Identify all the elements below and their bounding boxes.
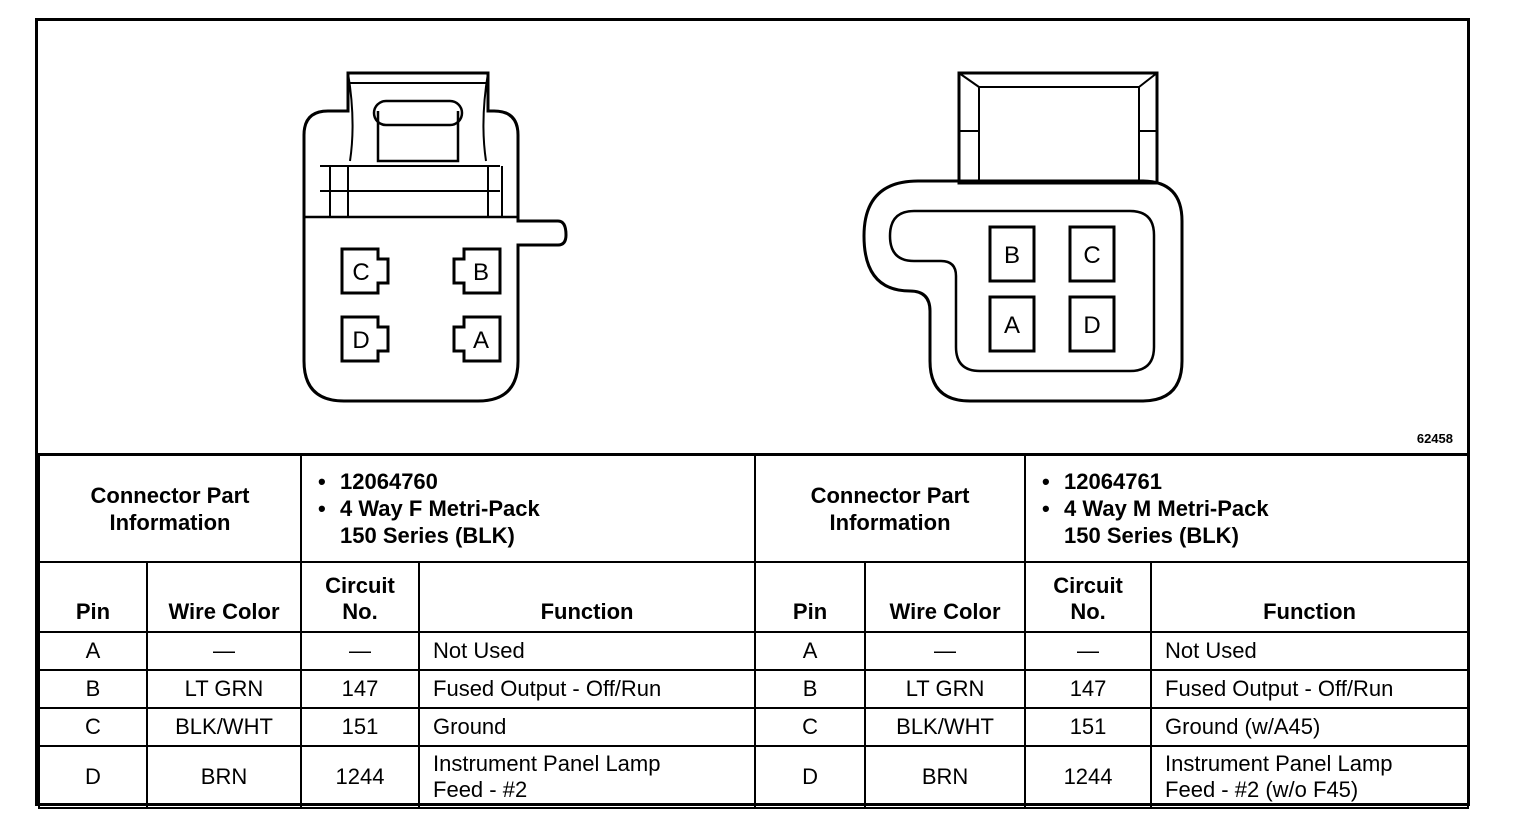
pin-cell: A: [38, 631, 148, 671]
part-number: 12064760: [318, 468, 754, 495]
circuit-cell: 151: [300, 707, 421, 747]
col-wire-color: Wire Color: [864, 561, 1027, 633]
col-pin: Pin: [754, 561, 867, 633]
female-cavity-label: A: [473, 327, 489, 354]
male-cavity-label: A: [1004, 312, 1020, 339]
wire-color-cell: BRN: [864, 745, 1027, 809]
connector-drawing-area: C B D A B C: [38, 21, 1467, 453]
wire-color-cell: LT GRN: [145, 669, 303, 709]
pin-cell: C: [38, 707, 148, 747]
female-cavity-c: [340, 247, 390, 295]
diagram-frame: C B D A B C: [35, 18, 1470, 809]
female-cavity-label: B: [473, 259, 489, 286]
pin-cell: D: [38, 745, 148, 809]
male-connector-face: [862, 71, 1184, 403]
table-row: B LT GRN 147 Fused Output - Off/Run B LT…: [38, 669, 1470, 709]
circuit-cell: 147: [300, 669, 421, 709]
function-cell: Ground: [418, 707, 757, 747]
circuit-cell: 147: [1024, 669, 1153, 709]
circuit-cell: 1244: [1024, 745, 1153, 809]
pin-cell: C: [754, 707, 867, 747]
part-number: 12064761: [1042, 468, 1467, 495]
pin-cell: B: [754, 669, 867, 709]
male-cavity-a: [988, 295, 1036, 353]
female-cavity-label: C: [352, 259, 369, 286]
male-cavity-label: B: [1004, 242, 1020, 269]
function-cell: Fused Output - Off/Run: [418, 669, 757, 709]
function-cell: Ground (w/A45): [1150, 707, 1470, 747]
part-description: 4 Way M Metri-Pack: [1042, 495, 1467, 522]
wire-color-cell: —: [145, 631, 303, 671]
female-connector-face: [302, 71, 568, 403]
wire-color-cell: BLK/WHT: [145, 707, 303, 747]
function-cell: Not Used: [418, 631, 757, 671]
circuit-cell: 1244: [300, 745, 421, 809]
pin-cell: D: [754, 745, 867, 809]
connector-drawings: C B D A B C: [302, 71, 1184, 403]
female-cavity-a: [452, 315, 502, 363]
male-cavity-c: [1068, 225, 1116, 283]
table-row: A — — Not Used A — — Not Used: [38, 631, 1470, 671]
male-cavity-label: C: [1083, 242, 1100, 269]
part-description-cont: 150 Series (BLK): [1064, 523, 1239, 548]
wire-color-cell: —: [864, 631, 1027, 671]
male-cavity-label: D: [1083, 312, 1100, 339]
circuit-cell: 151: [1024, 707, 1153, 747]
female-cavity-d: [340, 315, 390, 363]
col-pin: Pin: [38, 561, 148, 633]
part-description-cont: 150 Series (BLK): [340, 523, 515, 548]
col-function: Function: [1150, 561, 1470, 633]
col-wire-color: Wire Color: [145, 561, 303, 633]
connector-part-details: 12064760 4 Way F Metri-Pack 150 Series (…: [300, 453, 757, 563]
wire-color-cell: BLK/WHT: [864, 707, 1027, 747]
connector-part-details: 12064761 4 Way M Metri-Pack 150 Series (…: [1024, 453, 1470, 563]
circuit-cell: —: [300, 631, 421, 671]
female-cavity-label: D: [352, 327, 369, 354]
pin-cell: A: [754, 631, 867, 671]
male-cavity-b: [988, 225, 1036, 283]
female-cavity-b: [452, 247, 502, 295]
circuit-cell: —: [1024, 631, 1153, 671]
col-function: Function: [418, 561, 757, 633]
pin-cell: B: [38, 669, 148, 709]
figure-number: 62458: [1416, 431, 1453, 446]
function-cell: Fused Output - Off/Run: [1150, 669, 1470, 709]
function-cell: Not Used: [1150, 631, 1470, 671]
table-row: C BLK/WHT 151 Ground C BLK/WHT 151 Groun…: [38, 707, 1470, 747]
wire-color-cell: BRN: [145, 745, 303, 809]
male-cavity-d: [1068, 295, 1116, 353]
wire-color-cell: LT GRN: [864, 669, 1027, 709]
part-description: 4 Way F Metri-Pack: [318, 495, 754, 522]
